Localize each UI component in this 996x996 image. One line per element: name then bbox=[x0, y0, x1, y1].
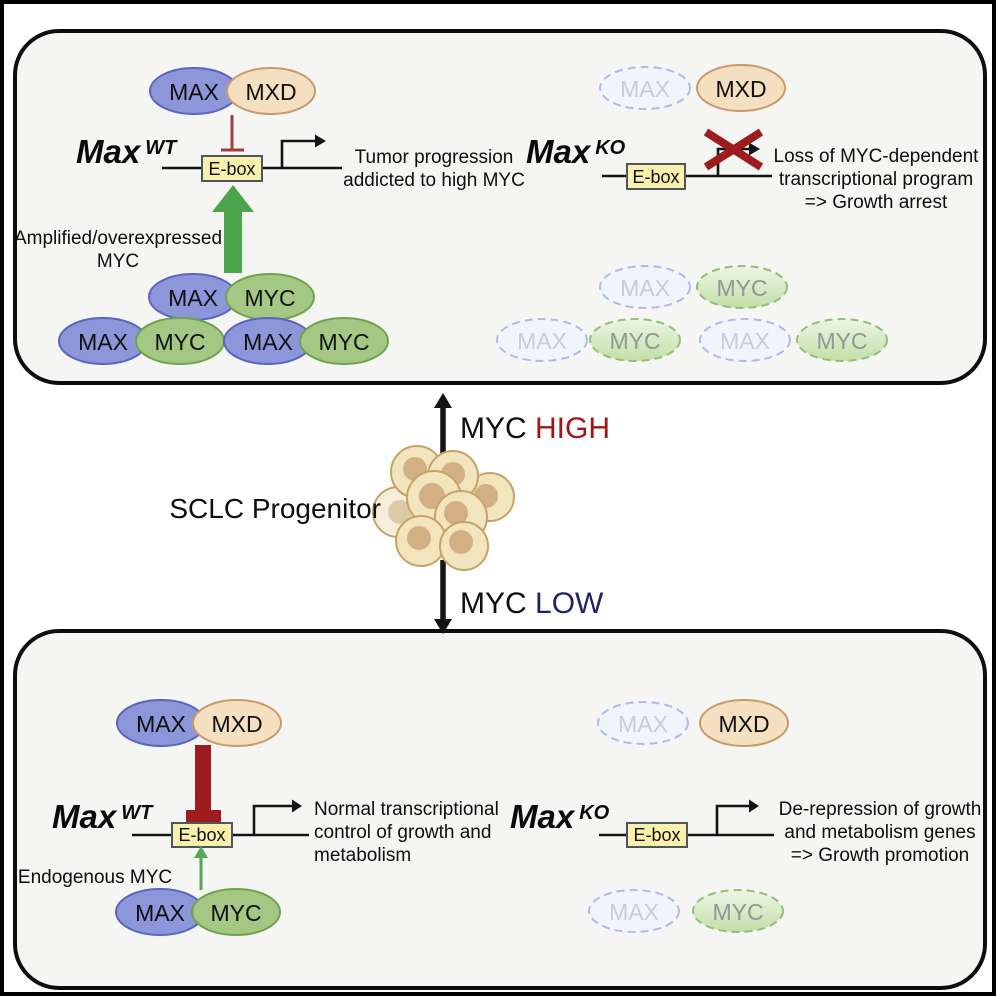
myc-label: MYC bbox=[210, 900, 261, 926]
myc-label: MYC bbox=[154, 329, 205, 355]
max-ellipse-faded bbox=[597, 701, 689, 745]
top-wt-repressor-complex: MAX MXD bbox=[149, 67, 316, 115]
cell-nucleus bbox=[407, 526, 431, 550]
myc-label-faded: MYC bbox=[816, 328, 867, 354]
mxd-label: MXD bbox=[245, 79, 296, 105]
amplified-myc-text: Amplified/overexpressed MYC bbox=[13, 228, 223, 272]
growth-arrest-text: Loss of MYC-dependent transcriptional pr… bbox=[773, 146, 979, 213]
myc-low-label: MYC LOW bbox=[460, 587, 604, 620]
mxd-ellipse bbox=[226, 67, 316, 115]
myc-ellipse-faded bbox=[589, 318, 681, 362]
bottom-wt-repressor-complex: MAX MXD bbox=[116, 699, 282, 747]
growth-promotion-text: De-repression of growth and metabolism g… bbox=[778, 799, 982, 866]
max-label: MAX bbox=[136, 711, 186, 737]
myc-label-faded: MYC bbox=[712, 899, 763, 925]
max-label-faded: MAX bbox=[618, 711, 668, 737]
max-ellipse-faded bbox=[599, 265, 691, 309]
bottom-wt-max-myc-dimer: MAX MYC bbox=[115, 888, 281, 936]
myc-label-faded: MYC bbox=[716, 275, 767, 301]
max-ellipse-faded bbox=[599, 66, 691, 110]
ebox-box bbox=[626, 822, 688, 848]
low-level-text: LOW bbox=[535, 587, 604, 620]
sclc-progenitor-label: SCLC Progenitor bbox=[169, 493, 381, 524]
max-label: MAX bbox=[78, 329, 128, 355]
ebox-label: E-box bbox=[633, 825, 680, 845]
max-label-faded: MAX bbox=[720, 328, 770, 354]
max-label: MAX bbox=[135, 900, 185, 926]
myc-ellipse bbox=[299, 317, 389, 365]
myc-high-up-arrow bbox=[434, 393, 452, 459]
bottom-ko-faded-proteins: MAX MYC bbox=[588, 889, 784, 933]
endogenous-myc-arrow bbox=[194, 846, 208, 890]
myc-ellipse-faded bbox=[692, 889, 784, 933]
wt-superscript: WT bbox=[145, 137, 177, 159]
myc-ellipse-faded bbox=[696, 265, 788, 309]
sclc-progenitor-cells bbox=[372, 445, 515, 571]
max-label: MAX bbox=[169, 79, 219, 105]
ko-superscript: KO bbox=[579, 802, 610, 824]
top-ko-proteins: MAX MXD bbox=[599, 64, 786, 112]
high-level-text: HIGH bbox=[535, 412, 611, 445]
mxd-ellipse bbox=[696, 64, 786, 112]
tumor-progression-text: Tumor progression addicted to high MYC bbox=[343, 147, 525, 191]
mxd-label: MXD bbox=[718, 711, 769, 737]
max-gene-name: Max bbox=[76, 133, 141, 170]
max-label-faded: MAX bbox=[517, 328, 567, 354]
inhibition-line-icon bbox=[195, 745, 211, 811]
ebox-label: E-box bbox=[632, 167, 679, 187]
top-ko-faded-dimers: MAX MYC MAX MYC MAX MYC bbox=[496, 265, 888, 362]
max-gene-name: Max bbox=[526, 133, 591, 170]
myc-label: MYC bbox=[318, 329, 369, 355]
inhibition-tbar-icon bbox=[186, 810, 221, 823]
max-gene-name: Max bbox=[52, 798, 117, 835]
cell-nucleus bbox=[388, 500, 412, 524]
mxd-ellipse bbox=[699, 699, 789, 747]
top-wt-repression-tbar bbox=[221, 115, 244, 152]
myc-high-label: MYC HIGH bbox=[460, 412, 611, 445]
myc-label: MYC bbox=[244, 285, 295, 311]
normal-transcription-text: Normal transcriptional control of growth… bbox=[314, 799, 499, 866]
transcription-start-arrow bbox=[715, 799, 759, 834]
bottom-ko-proteins: MAX MXD bbox=[597, 699, 789, 747]
mxd-label: MXD bbox=[211, 711, 262, 737]
wt-superscript: WT bbox=[121, 802, 153, 824]
myc-label-faded: MYC bbox=[609, 328, 660, 354]
myc-activation-arrow bbox=[212, 185, 254, 273]
mxd-ellipse bbox=[192, 699, 282, 747]
max-label-faded: MAX bbox=[609, 899, 659, 925]
red-cross-icon bbox=[703, 128, 764, 171]
max-gene-name: Max bbox=[510, 798, 575, 835]
ebox-box bbox=[171, 822, 233, 848]
max-ellipse-faded bbox=[699, 318, 791, 362]
bottom-wt-strong-repression-tbar bbox=[186, 745, 221, 823]
max-ellipse-faded bbox=[588, 889, 680, 933]
myc-low-down-arrow bbox=[434, 560, 452, 634]
myc-ellipse bbox=[191, 888, 281, 936]
max-label: MAX bbox=[243, 329, 293, 355]
ebox-box bbox=[201, 155, 263, 182]
max-ellipse-faded bbox=[496, 318, 588, 362]
myc-ellipse-faded bbox=[796, 318, 888, 362]
cell-nucleus bbox=[444, 501, 468, 525]
ebox-label: E-box bbox=[208, 159, 255, 179]
ebox-label: E-box bbox=[178, 825, 225, 845]
transcription-start-arrow bbox=[280, 134, 326, 167]
mxd-label: MXD bbox=[715, 76, 766, 102]
max-label-faded: MAX bbox=[620, 76, 670, 102]
figure-artwork: MAX MXD E-box MAX MYC MAX MYC MAX bbox=[58, 64, 888, 936]
ebox-box bbox=[626, 163, 686, 190]
max-label-faded: MAX bbox=[620, 275, 670, 301]
transcription-start-arrow bbox=[252, 799, 302, 834]
ko-superscript: KO bbox=[595, 137, 626, 159]
max-label: MAX bbox=[168, 285, 218, 311]
endogenous-myc-text: Endogenous MYC bbox=[17, 867, 173, 888]
cell-nucleus bbox=[449, 530, 473, 554]
top-wt-max-myc-dimers: MAX MYC MAX MYC MAX MYC bbox=[58, 273, 389, 365]
